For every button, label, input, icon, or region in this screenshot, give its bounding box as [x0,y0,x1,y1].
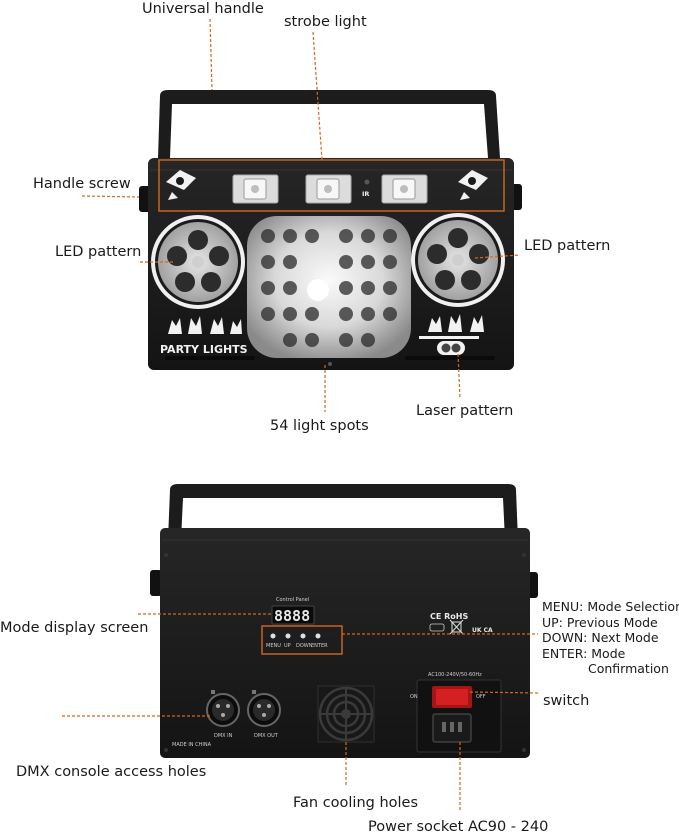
button-label-enter: ENTER [311,643,328,649]
back-handle [168,484,518,540]
switch-off-label: OFF [476,694,486,700]
laser-window [419,336,479,355]
led-wheel-left [151,215,245,309]
menu-legend-down: DOWN: Next Mode [542,630,659,645]
dmx-out-label: DMX OUT [254,733,279,739]
back-view: Control Panel 8888 MENU UP DOWN ENTER CE… [150,484,538,758]
ce-rohs-mark: CE RoHS [430,612,468,621]
button-label-up: UP [284,643,291,649]
fan-grille [317,685,375,743]
strobe-light-modules [232,174,428,204]
party-dancers-left [168,316,242,334]
callout-fan: Fan cooling holes [293,795,419,811]
callout-dmx: DMX console access holes [16,764,207,780]
control-panel-title: Control Panel [276,597,309,603]
callout-power: Power socket AC90 - 240 [368,819,549,835]
switch-on-label: ON [410,694,418,700]
ac-rating-label: AC100-240V/50-60Hz [428,672,482,678]
control-buttons [270,633,321,639]
callout-mode-display: Mode display screen [0,620,149,636]
callout-light-spots: 54 light spots [270,418,369,434]
party-dancers-right [428,314,484,332]
dmx-in-connector [206,690,240,727]
button-label-menu: MENU [266,643,281,649]
made-in-label: MADE IN CHINA [172,742,212,748]
mode-display-screen [271,605,315,625]
light-spot-dome [247,216,411,358]
menu-legend-enter: ENTER: Mode [542,645,626,661]
menu-legend-confirmation: Confirmation [588,661,669,676]
callout-leader-lines [62,18,539,812]
callout-universal-handle: Universal handle [142,1,264,17]
menu-legend-up: UP: Previous Mode [542,614,658,630]
dancer-icon-left [166,170,196,200]
button-label-down: DOWN [296,643,313,649]
callout-laser-pattern: Laser pattern [416,403,514,419]
callout-handle-screw: Handle screw [33,176,131,192]
ir-label: IR [362,190,369,198]
front-handle [158,90,500,158]
menu-legend: MENU: Mode Selection UP: Previous Mode D… [542,599,679,677]
front-view: IR [139,90,522,370]
weee-bin-icon [449,619,464,635]
ir-sensor [364,179,370,185]
fuse-symbol-icon [429,623,445,632]
callout-led-pattern-right: LED pattern [524,238,611,254]
dmx-in-label: DMX IN [214,733,233,739]
power-module: AC100-240V/50-60Hz ON OFF [410,672,502,753]
strobe-highlight-box [158,159,505,212]
dancer-icon-right [458,170,488,200]
party-lights-text: PARTY LIGHTS [160,343,248,356]
back-handle-screw-left [150,570,162,596]
menu-legend-menu: MENU: Mode Selection [542,599,679,614]
display-digits: 8888 [274,607,310,625]
callout-switch: switch [543,693,590,709]
dmx-out-connector [247,690,281,727]
callout-led-pattern-left: LED pattern [55,244,142,260]
led-wheel-right [411,213,505,307]
callout-strobe-light: strobe light [284,14,367,30]
ukca-mark: UK CA [472,627,493,634]
buttons-highlight-box [261,625,343,655]
